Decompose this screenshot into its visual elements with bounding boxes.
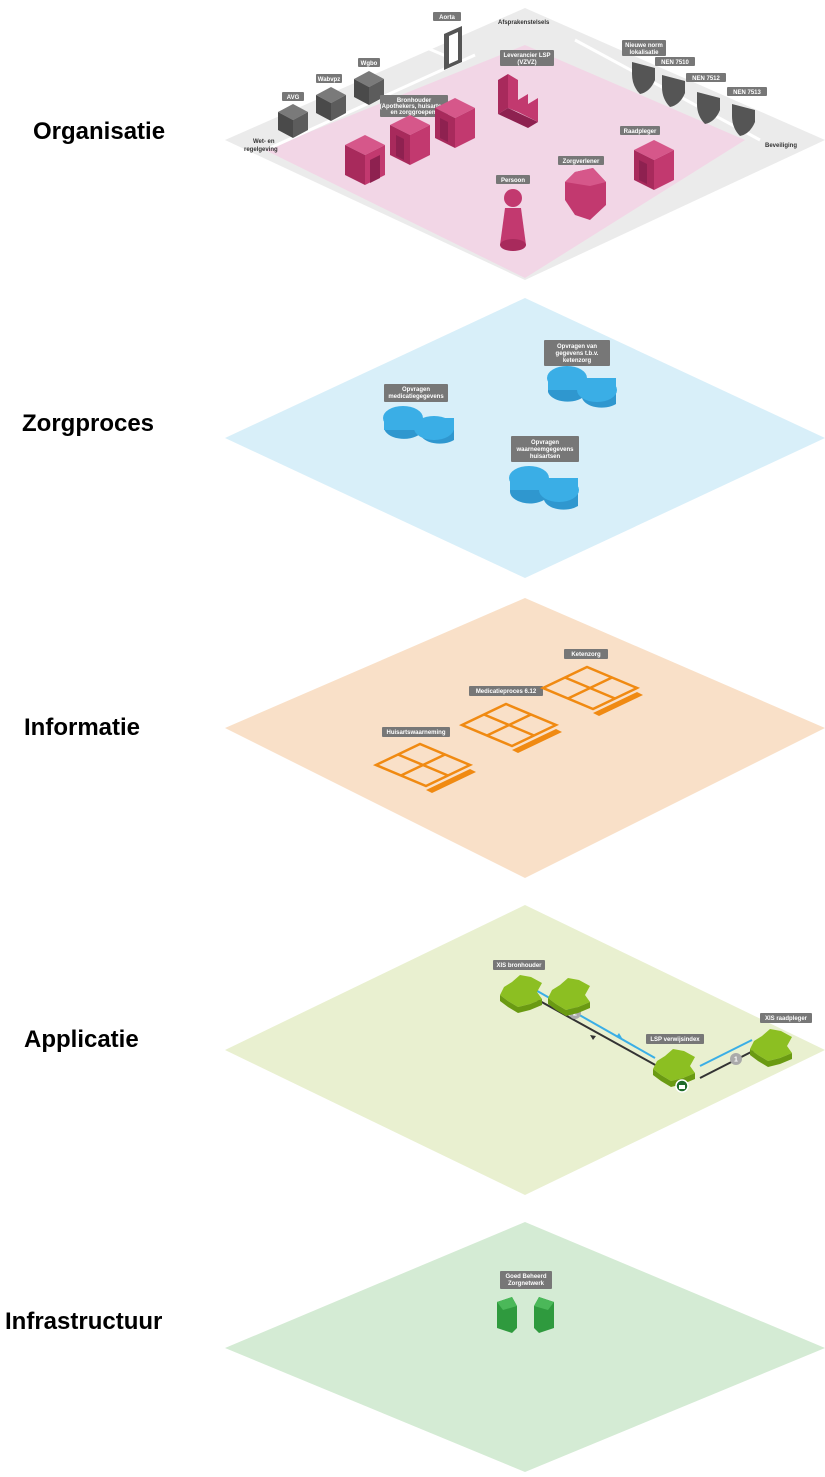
bronhouder: Bronhouder (Apothekers, huisartsen en zo… [380, 95, 449, 117]
process-waarneemgegevens: Opvragen waarneemgegevens huisartsen [509, 436, 579, 510]
informatie-layer: Huisartswaarneming Medicatieproces 6.12 … [225, 598, 825, 878]
svg-text:AVG: AVG [287, 95, 300, 101]
law-wabvpz: Wabvpz [316, 74, 346, 121]
svg-text:NEN 7512: NEN 7512 [692, 76, 720, 82]
svg-text:Persoon: Persoon [501, 178, 525, 184]
svg-text:Opvragen: Opvragen [402, 387, 430, 393]
layer-label-informatie: Informatie [24, 714, 141, 741]
svg-text:Wgbo: Wgbo [361, 61, 378, 67]
goed-beheerd-zorgnetwerk: Goed Beheerd Zorgnetwerk [497, 1271, 554, 1333]
svg-text:Raadpleger: Raadpleger [624, 129, 657, 135]
zone-wet-label-2: regelgeving [244, 147, 278, 153]
svg-text:NEN 7510: NEN 7510 [661, 60, 689, 66]
bronhouder-building-1 [345, 135, 385, 185]
applicatie-plane [225, 905, 825, 1195]
svg-text:Ketenzorg: Ketenzorg [571, 652, 601, 658]
infrastructuur-layer: Goed Beheerd Zorgnetwerk [225, 1222, 825, 1472]
lsp-verwijsindex: LSP verwijsindex [646, 1034, 704, 1093]
svg-text:waarneemgegevens: waarneemgegevens [515, 447, 574, 453]
informatie-plane [225, 598, 825, 878]
law-wgbo: Wgbo [354, 58, 384, 105]
svg-text:Nieuwe norm: Nieuwe norm [625, 43, 663, 49]
flow-line-return [519, 989, 669, 1073]
svg-text:Wabvpz: Wabvpz [318, 77, 340, 83]
svg-text:NEN 7513: NEN 7513 [733, 90, 761, 96]
svg-text:gegevens t.b.v.: gegevens t.b.v. [556, 351, 599, 357]
flow-line-raadpleger-request [699, 1039, 753, 1067]
zorgproces-layer: Opvragen medicatiegegevens Opvragen van … [225, 298, 825, 578]
xis-bronhouder: XIS bronhouder [493, 960, 590, 1016]
info-huisartswaarneming: Huisartswaarneming [372, 727, 476, 793]
norm-nieuwe-lokalisatie: Nieuwe norm lokalisatie [622, 40, 666, 94]
raadpleger: Raadpleger [620, 126, 674, 190]
xis-raadpleger: XIS raadpleger [750, 1013, 812, 1067]
layer-label-zorgproces: Zorgproces [22, 410, 155, 437]
process-medicatiegegevens: Opvragen medicatiegegevens [383, 384, 454, 444]
svg-text:2: 2 [573, 1011, 577, 1018]
zone-afspraken-label: Afsprakenstelsels [498, 20, 550, 26]
svg-text:Opvragen: Opvragen [531, 440, 559, 446]
norm-nen-7512: NEN 7512 [686, 73, 726, 124]
svg-text:(Apothekers, huisartsen: (Apothekers, huisartsen [380, 104, 449, 110]
persoon: Persoon [496, 175, 530, 251]
organisatie-layer: Wet- en regelgeving Afsprakenstelsels Be… [225, 8, 825, 280]
svg-text:1: 1 [734, 1057, 738, 1064]
infrastructuur-plane [225, 1222, 825, 1472]
law-avg: AVG [278, 92, 308, 138]
svg-text:Leverancier LSP: Leverancier LSP [503, 53, 550, 59]
norm-nen-7513: NEN 7513 [727, 87, 767, 136]
svg-text:Opvragen van: Opvragen van [557, 344, 597, 350]
svg-text:huisartsen: huisartsen [530, 454, 561, 460]
svg-text:Aorta: Aorta [439, 15, 455, 21]
aorta-gateway: Aorta [433, 12, 462, 70]
svg-text:lokalisatie: lokalisatie [629, 50, 659, 56]
leverancier-lsp: Leverancier LSP (VZVZ) [498, 50, 554, 128]
svg-text:XIS raadpleger: XIS raadpleger [765, 1016, 808, 1022]
applicatie-layer: 2 1 XIS bronhouder LSP verwijsindex [225, 905, 825, 1195]
svg-text:Goed Beheerd: Goed Beheerd [505, 1274, 546, 1280]
svg-text:Zorgverlener: Zorgverlener [563, 159, 600, 165]
info-ketenzorg: Ketenzorg [539, 649, 643, 716]
zone-wet-label: Wet- en [253, 139, 275, 145]
process-ketenzorg: Opvragen van gegevens t.b.v. ketenzorg [544, 340, 617, 408]
svg-text:Bronhouder: Bronhouder [397, 98, 432, 104]
svg-text:Medicatieproces 6.12: Medicatieproces 6.12 [476, 689, 537, 695]
bronhouder-building-3 [435, 98, 475, 148]
bronhouder-building-2 [390, 115, 430, 165]
zone-beveiliging-label: Beveiliging [765, 143, 797, 149]
zorgverlener: Zorgverlener [558, 156, 606, 220]
svg-text:Zorgnetwerk: Zorgnetwerk [508, 1281, 545, 1287]
svg-text:medicatiegegevens: medicatiegegevens [388, 394, 444, 400]
layer-label-applicatie: Applicatie [24, 1026, 139, 1053]
norm-nen-7510: NEN 7510 [655, 57, 695, 107]
layer-label-infrastructuur: Infrastructuur [5, 1308, 163, 1335]
svg-text:LSP verwijsindex: LSP verwijsindex [650, 1037, 700, 1043]
layer-label-organisatie: Organisatie [33, 118, 166, 145]
svg-text:(VZVZ): (VZVZ) [517, 60, 536, 66]
svg-text:Huisartswaarneming: Huisartswaarneming [386, 730, 445, 736]
flow-line-raadpleger-return [699, 1049, 756, 1079]
svg-text:ketenzorg: ketenzorg [563, 358, 592, 364]
info-medicatieproces: Medicatieproces 6.12 [458, 686, 562, 753]
svg-text:XIS bronhouder: XIS bronhouder [497, 963, 543, 969]
step-badge-1: 1 [730, 1053, 742, 1065]
svg-text:en zorggroepen): en zorggroepen) [390, 110, 437, 116]
